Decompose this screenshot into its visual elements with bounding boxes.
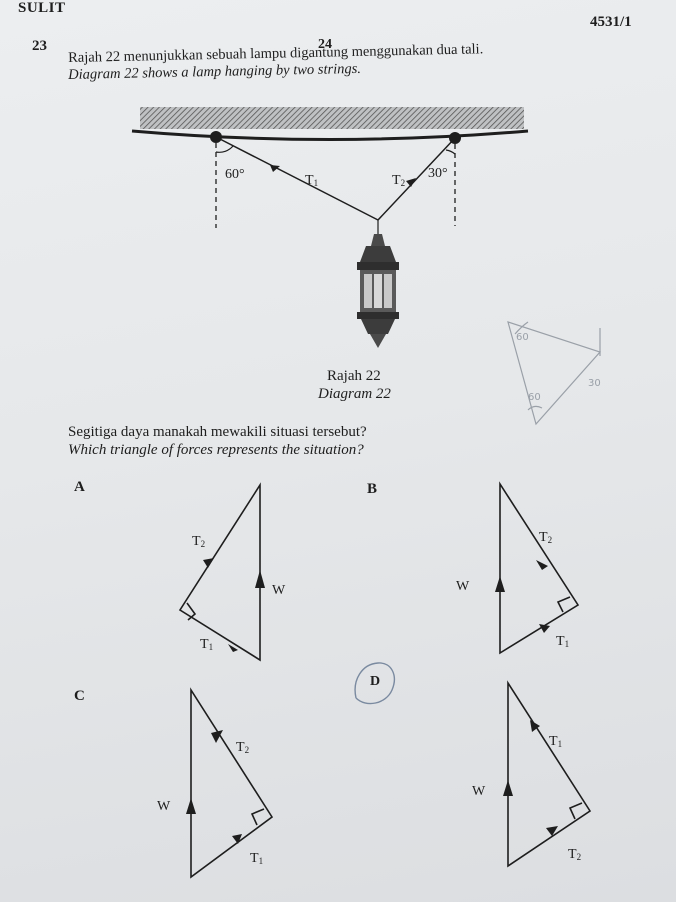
option-a-side-label: W xyxy=(272,583,286,598)
option-b-bottom-label: T1 xyxy=(556,634,569,649)
option-d-bottom-label: T2 xyxy=(568,847,581,862)
option-c-top-label: T2 xyxy=(236,740,249,755)
option-b-t2-arrow-icon xyxy=(536,560,548,570)
option-d-t1-arrow-icon xyxy=(530,720,540,732)
option-a-t2-arrow-icon xyxy=(203,558,214,568)
option-d-triangle xyxy=(507,680,592,868)
t1-arrow-icon xyxy=(270,165,280,172)
option-c-t1-arrow-icon xyxy=(232,834,242,844)
option-c-side-label: W xyxy=(157,799,171,814)
option-a-triangle xyxy=(178,482,261,662)
option-c-t2-arrow-icon xyxy=(211,730,223,743)
option-b-w-arrow-icon xyxy=(495,576,505,592)
option-a-letter[interactable]: A xyxy=(74,479,85,495)
prompt-english: Which triangle of forces represents the … xyxy=(68,442,364,458)
option-b-letter[interactable]: B xyxy=(367,481,378,497)
lamp-icon xyxy=(357,220,399,348)
option-d-w-arrow-icon xyxy=(503,780,513,796)
sketch-angle-bottom: 60 xyxy=(528,392,541,403)
t2-label: T2 xyxy=(392,173,405,188)
option-c-bottom-label: T1 xyxy=(250,851,263,866)
string-t1 xyxy=(215,136,379,221)
angle-right-label: 30° xyxy=(428,166,448,181)
t2-arrow-icon xyxy=(406,178,416,187)
option-d-t2-arrow-icon xyxy=(546,826,558,836)
left-angle-arc xyxy=(215,145,234,153)
option-d-side-label: W xyxy=(472,784,486,799)
option-a-bottom-label: T1 xyxy=(200,637,213,652)
paper-code: 4531/1 xyxy=(590,14,632,30)
option-c-triangle xyxy=(190,687,274,879)
diagram-caption-english: Diagram 22 xyxy=(318,386,391,402)
option-a-top-label: T2 xyxy=(192,534,205,549)
sketch-angle-top: 60 xyxy=(516,332,529,343)
sketch-angle-right: 30 xyxy=(588,378,601,389)
option-a-w-arrow-icon xyxy=(255,570,265,588)
t1-label: T1 xyxy=(305,173,318,188)
option-a-t1-arrow-icon xyxy=(228,644,238,652)
page-number: 24 xyxy=(318,37,332,52)
option-d-letter[interactable]: D xyxy=(370,674,381,689)
option-b-side-label: W xyxy=(456,579,470,594)
pencil-sketch xyxy=(507,321,602,426)
option-b-top-label: T2 xyxy=(539,530,552,545)
string-t2 xyxy=(377,137,456,221)
option-d-circle-mark xyxy=(354,662,396,705)
right-angle-arc xyxy=(445,149,456,155)
angle-left-label: 60° xyxy=(225,167,245,182)
option-c-letter[interactable]: C xyxy=(74,688,85,704)
option-b-t1-arrow-icon xyxy=(539,624,550,633)
diagram-caption-malay: Rajah 22 xyxy=(327,368,381,384)
prompt-malay: Segitiga daya manakah mewakili situasi t… xyxy=(68,424,367,440)
option-c-w-arrow-icon xyxy=(186,798,196,814)
option-b-triangle xyxy=(499,481,580,655)
question-number: 23 xyxy=(32,38,47,54)
header-sulit: SULIT xyxy=(18,0,66,16)
option-d-top-label: T1 xyxy=(549,734,562,749)
ceiling-beam xyxy=(131,107,529,141)
